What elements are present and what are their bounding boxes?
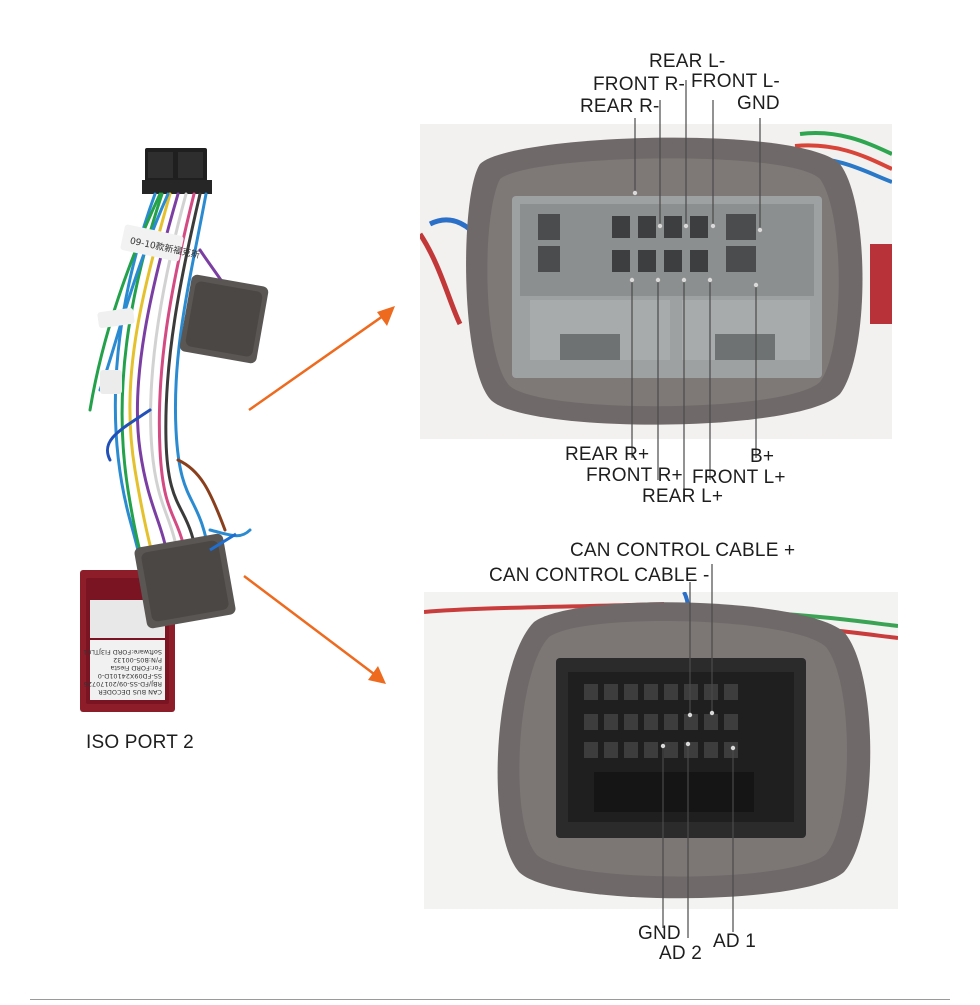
arrow-to-bottom-connector (240, 570, 400, 690)
label-front-l-plus: FRONT L+ (692, 467, 786, 488)
label-b-plus: B+ (750, 446, 775, 467)
decoder-line-4: For:FORD Fiesta (110, 664, 162, 672)
top-connector-leaders (560, 80, 820, 510)
label-front-r-minus: FRONT R- (593, 74, 686, 95)
label-gnd-bottom: GND (638, 923, 681, 944)
bottom-connector-leaders (640, 560, 760, 940)
decoder-line-3: SS-FD09X24101D-0 (98, 672, 162, 680)
label-ad1: AD 1 (713, 931, 757, 952)
decoder-line-6: Software:FORD FI3JTL01 (83, 648, 162, 656)
arrow-to-top-connector (245, 300, 405, 420)
label-can-control-minus: CAN CONTROL CABLE - (489, 565, 710, 586)
iso-port-caption: ISO PORT 2 (86, 732, 194, 753)
label-front-l-minus: FRONT L- (691, 71, 780, 92)
decoder-line-5: P/N:B05-00132 (113, 656, 162, 664)
bottom-connector-photo (424, 592, 898, 909)
decoder-line-1: CAN BUS DECODER (98, 688, 162, 696)
bottom-divider (30, 999, 950, 1000)
label-front-r-plus: FRONT R+ (586, 465, 683, 486)
label-gnd-top: GND (737, 93, 780, 114)
label-can-control-plus: CAN CONTROL CABLE + (570, 540, 796, 561)
harness-illustration: 09-10款新福克斯 CAN BUS DECODER RBJ/FD-SS-09/… (60, 130, 280, 730)
label-rear-r-plus: REAR R+ (565, 444, 650, 465)
label-rear-r-minus: REAR R- (580, 96, 660, 117)
label-rear-l-minus: REAR L- (649, 51, 726, 72)
top-connector-photo (420, 124, 892, 439)
decoder-line-2: RBJ/FD-SS-09/20170726 (84, 680, 162, 688)
label-rear-l-plus: REAR L+ (642, 486, 724, 507)
label-ad2: AD 2 (659, 943, 703, 964)
